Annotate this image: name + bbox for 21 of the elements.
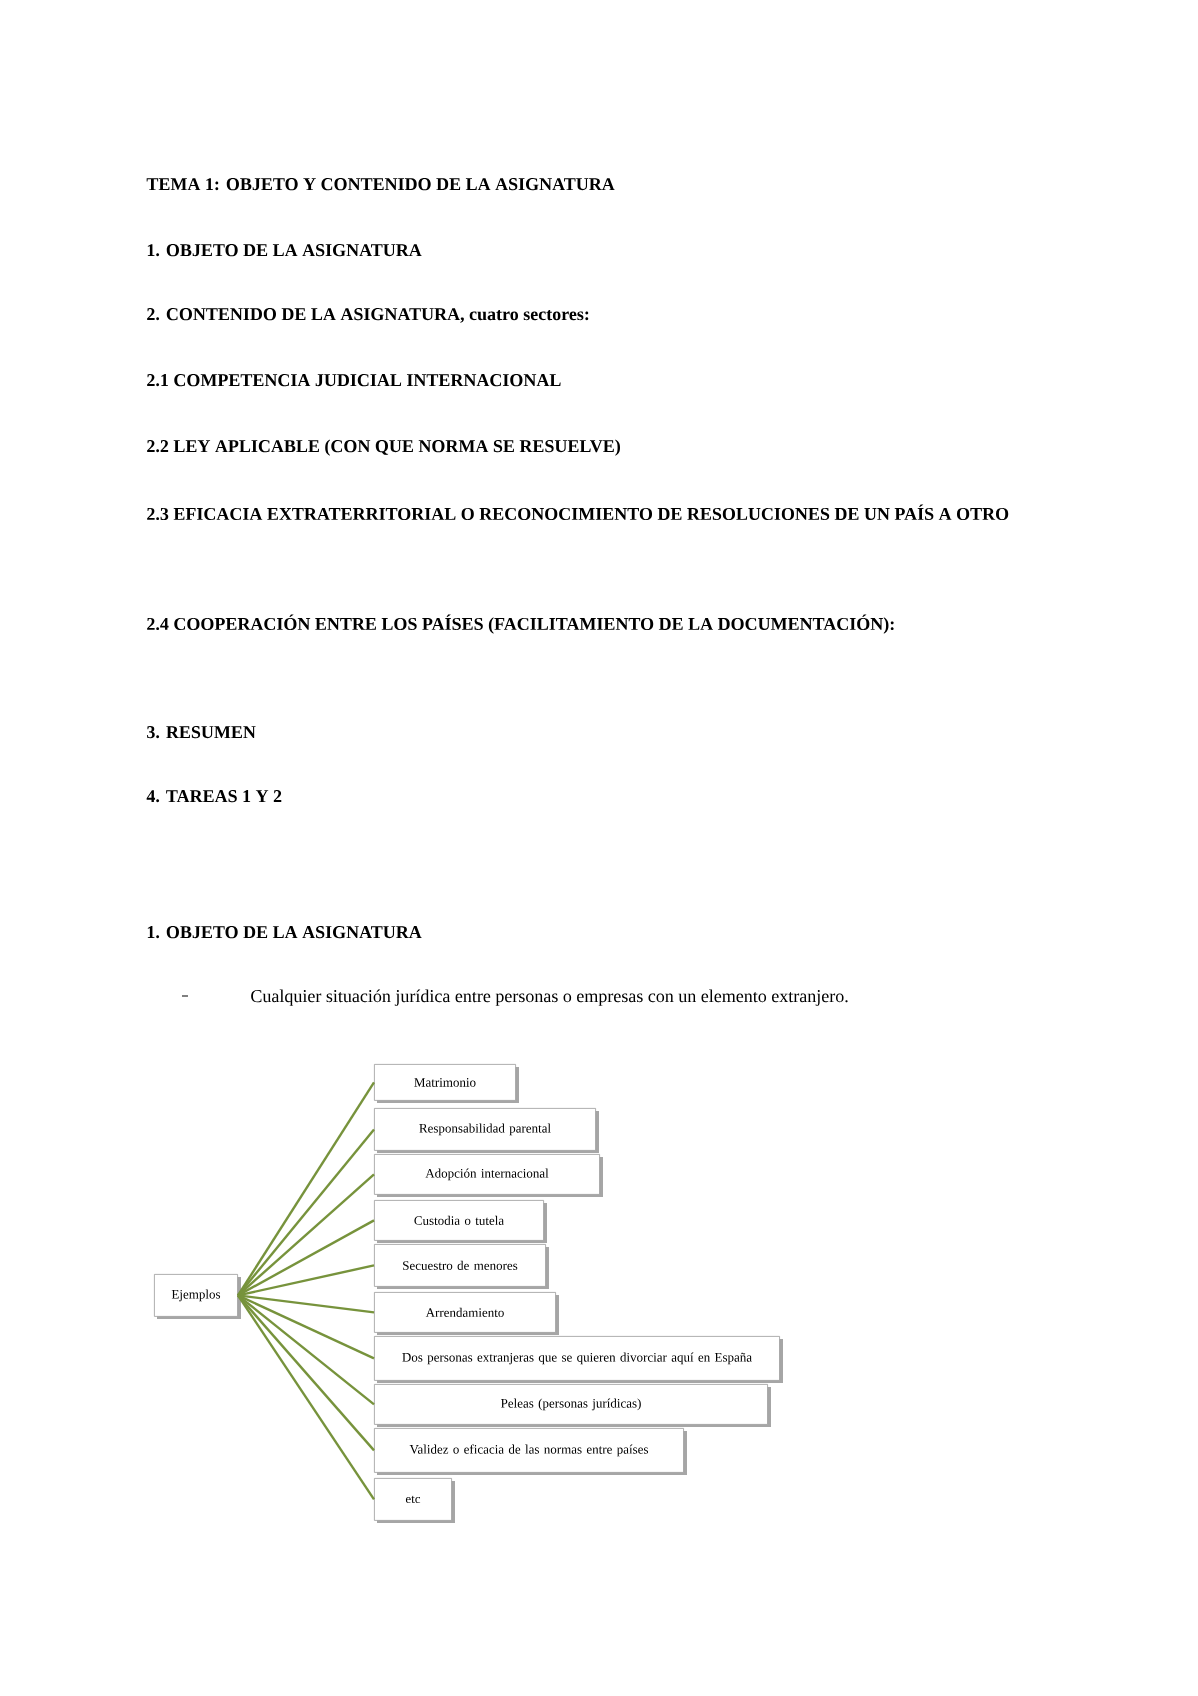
section-heading: 2.2 LEY APLICABLE (CON QUE NORMA SE RESUELVE) [147, 439, 620, 456]
connector-line [237, 1128, 375, 1297]
connector-line [237, 1219, 375, 1297]
section-heading: 3. RESUMEN [147, 726, 256, 739]
section-heading: 1. OBJETO DE LA ASIGNATURA [147, 926, 422, 939]
section-heading: 4. TAREAS 1 Y 2 [146, 790, 282, 803]
section-heading: 2.1 COMPETENCIA JUDICIAL INTERNACIONAL [147, 374, 561, 387]
connector-line [237, 1294, 375, 1360]
section-heading: 2.4 COOPERACIÓN ENTRE LOS PAÍSES (FACILITAMIENTO DE LA DOCUMENTACIÓN): [147, 614, 894, 634]
connector-line [237, 1294, 375, 1501]
section-heading: 1. OBJETO DE LA ASIGNATURA [147, 244, 422, 257]
bullet-text: Cualquier situación jurídica entre personas o empresas con un elemento extranjero. [251, 989, 848, 1006]
section-heading: 2.3 EFICACIA EXTRATERRITORIAL O RECONOCIMIENTO DE RESOLUCIONES DE UN PAÍS A OTRO [147, 504, 1009, 521]
heading: TEMA 1: OBJETO Y CONTENIDO DE LA ASIGNATURA [146, 178, 615, 191]
connector-line [237, 1294, 375, 1406]
section-heading: 2. CONTENIDO DE LA ASIGNATURA, cuatro sectores: [147, 308, 589, 323]
connector-line [237, 1294, 375, 1314]
connector-line [237, 1173, 375, 1297]
connector-line [237, 1081, 375, 1297]
connector-line [237, 1294, 375, 1452]
connector-line [237, 1264, 375, 1297]
